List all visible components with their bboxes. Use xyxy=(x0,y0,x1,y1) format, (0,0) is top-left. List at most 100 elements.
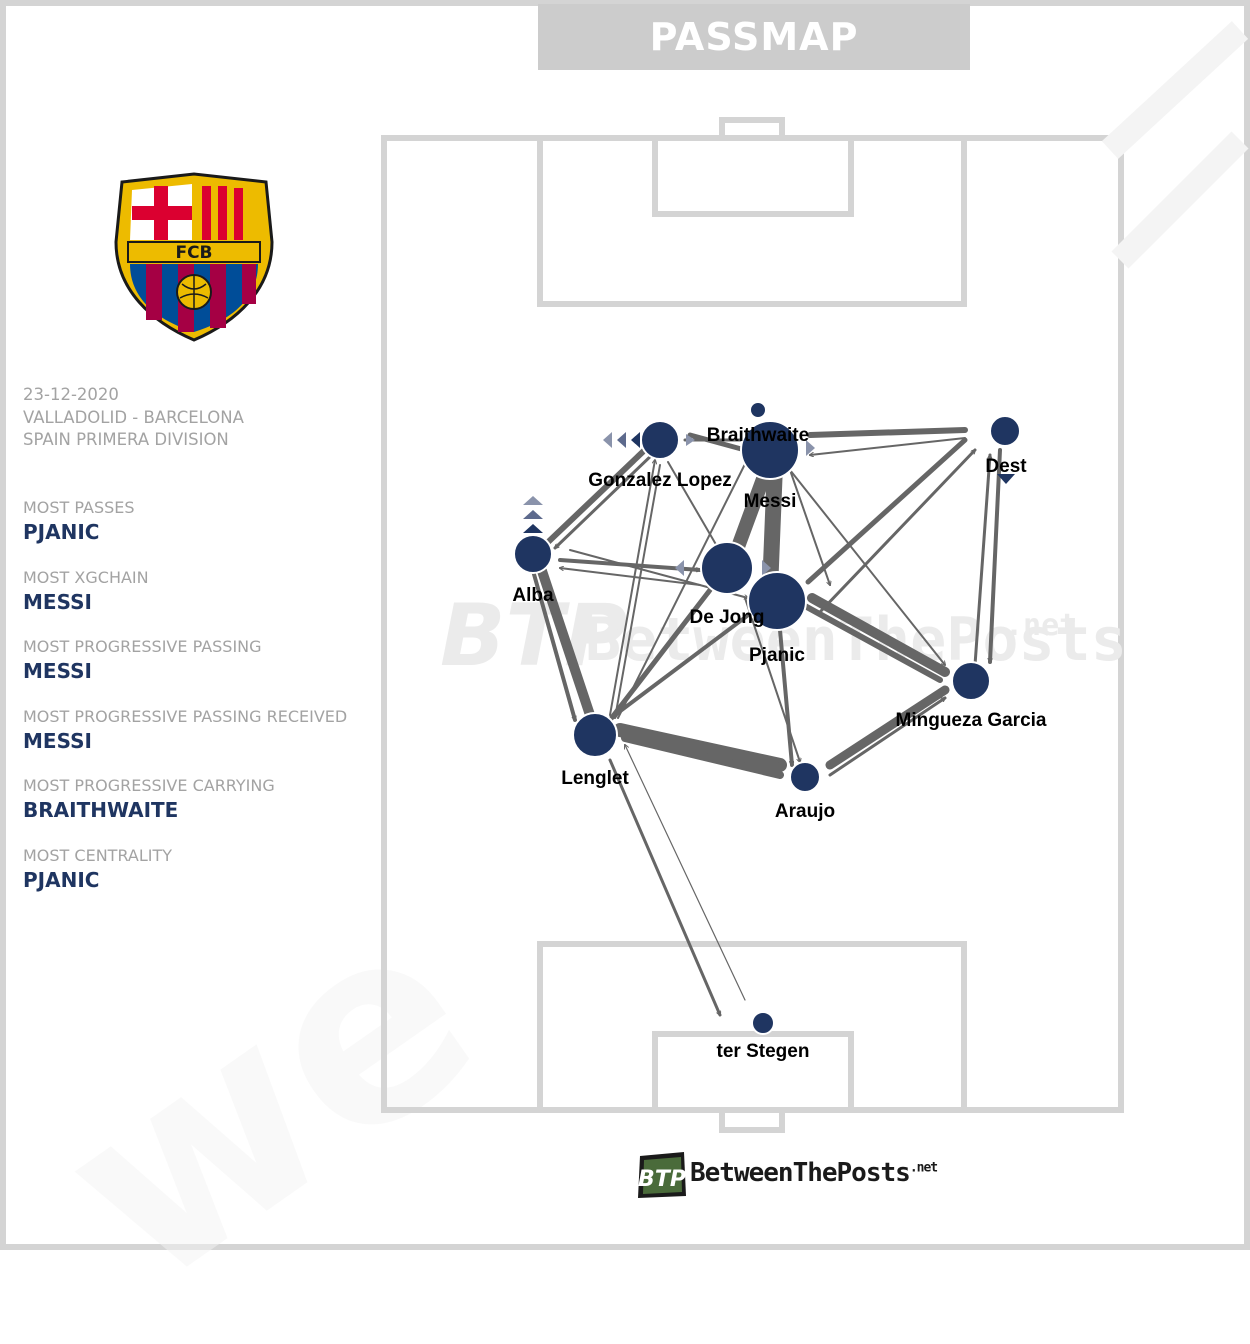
pass-edge xyxy=(973,453,990,667)
player-label: ter Stegen xyxy=(717,1041,810,1062)
carry-chevron-icon xyxy=(675,560,684,576)
pass-edge xyxy=(810,437,966,455)
carry-indicators xyxy=(523,432,1015,576)
pass-edge xyxy=(542,442,653,548)
footer-badge: BTP xyxy=(638,1167,686,1192)
node-braithwaite-small[interactable] xyxy=(749,401,767,419)
stat-label: MOST CENTRALITY xyxy=(23,845,173,865)
node-araujo[interactable] xyxy=(789,761,821,793)
stat-value: MESSI xyxy=(23,728,92,753)
carry-chevron-icon xyxy=(686,434,695,446)
stat-most-progressive-carrying: MOST PROGRESSIVE CARRYING BRAITHWAITE xyxy=(23,776,347,846)
watermark-suffix: .net xyxy=(1005,608,1077,643)
carry-chevron-icon xyxy=(617,432,626,448)
stat-most-xgchain: MOST XGCHAIN MESSI xyxy=(23,568,347,638)
pass-edge xyxy=(617,458,749,719)
pass-edges xyxy=(528,427,1002,1015)
player-nodes xyxy=(513,401,1021,1035)
stat-value: PJANIC xyxy=(23,520,100,544)
footer-brand: BetweenThePosts.net xyxy=(690,1158,938,1188)
pass-edge xyxy=(625,745,746,1001)
btp-logo-icon: BTP xyxy=(638,1152,686,1198)
player-label: Alba xyxy=(512,585,554,606)
stat-most-progressive-received: MOST PROGRESSIVE PASSING RECEIVED MESSI xyxy=(23,707,347,777)
node-mingueza-garcia[interactable] xyxy=(951,661,991,701)
crest-text: FCB xyxy=(175,243,212,263)
pass-edge xyxy=(807,593,950,677)
stat-label: MOST PROGRESSIVE CARRYING xyxy=(23,776,275,795)
pass-edge xyxy=(613,723,787,772)
carry-chevron-icon xyxy=(523,496,543,505)
watermark-text: BetweenThePosts xyxy=(585,605,1127,675)
pitch-lines xyxy=(381,21,1249,1133)
pass-edge xyxy=(744,597,800,762)
carry-chevron-icon xyxy=(997,474,1015,484)
node-pjanic[interactable] xyxy=(747,571,807,631)
match-competition: SPAIN PRIMERA DIVISION xyxy=(23,430,229,449)
node-ter-stegen[interactable] xyxy=(751,1011,775,1035)
watermark-badge: BTP xyxy=(440,586,627,686)
stat-most-centrality: MOST CENTRALITY PJANIC xyxy=(23,846,347,916)
node-alba[interactable] xyxy=(513,534,553,574)
stat-label: MOST XGCHAIN xyxy=(23,567,149,587)
fcb-crest-icon: FCB xyxy=(114,172,274,342)
pass-edge xyxy=(608,758,722,1015)
pass-edge xyxy=(818,450,977,614)
player-label: Dest xyxy=(985,456,1027,477)
pass-edge xyxy=(828,696,945,777)
stat-value: MESSI xyxy=(23,659,92,683)
pass-edge xyxy=(555,450,657,550)
footer-brand-name: BetweenThePosts xyxy=(690,1158,911,1188)
carry-chevron-icon xyxy=(806,440,815,456)
player-label: Lenglet xyxy=(561,768,629,789)
page-title: PASSMAP xyxy=(649,15,859,59)
pass-edge xyxy=(789,469,830,585)
player-label: Mingueza Garcia xyxy=(896,710,1047,731)
pass-edge xyxy=(607,587,713,723)
pass-edge xyxy=(613,608,757,717)
player-label: De Jong xyxy=(690,607,765,628)
pass-edge xyxy=(621,734,784,779)
carry-chevron-icon xyxy=(762,560,771,576)
stat-most-passes: MOST PASSES PJANIC xyxy=(23,498,347,568)
player-labels: Braithwaite Gonzalez Lopez Messi Dest Al… xyxy=(512,425,1047,1062)
player-label: Pjanic xyxy=(749,645,805,666)
stat-value: BRAITHWAITE xyxy=(23,798,179,822)
carry-chevron-icon xyxy=(523,524,543,533)
node-de-jong[interactable] xyxy=(700,541,754,595)
pass-edge xyxy=(535,560,595,720)
player-label: Gonzalez Lopez xyxy=(588,470,732,491)
pass-edge xyxy=(778,628,792,767)
stat-value: MESSI xyxy=(23,589,92,614)
pass-edge xyxy=(789,469,945,665)
carry-chevron-icon xyxy=(523,510,543,519)
pass-edge xyxy=(609,460,655,716)
player-label: Araujo xyxy=(775,801,835,822)
node-dest[interactable] xyxy=(989,415,1021,447)
pass-edge xyxy=(825,685,950,770)
pass-edge xyxy=(802,603,943,683)
carry-chevron-icon xyxy=(631,432,640,448)
pass-edge xyxy=(807,427,968,438)
stats-panel: MOST PASSES PJANIC MOST XGCHAIN MESSI MO… xyxy=(23,498,347,915)
player-label: Braithwaite xyxy=(707,425,809,446)
stat-label: MOST PROGRESSIVE PASSING xyxy=(23,637,262,656)
node-messi[interactable] xyxy=(740,420,800,480)
stat-label: MOST PASSES xyxy=(23,498,135,517)
watermark: BTP BetweenThePosts .net xyxy=(440,586,1127,686)
node-gonzalez-lopez[interactable] xyxy=(640,420,680,460)
stat-label: MOST PROGRESSIVE PASSING RECEIVED xyxy=(23,706,348,726)
pass-edge xyxy=(615,464,661,718)
player-label: Messi xyxy=(744,491,797,512)
node-lenglet[interactable] xyxy=(572,712,618,758)
stat-most-progressive-passing: MOST PROGRESSIVE PASSING MESSI xyxy=(23,637,347,707)
pass-map: BTP BetweenThePosts .net xyxy=(381,21,1249,1133)
match-fixture: VALLADOLID - BARCELONA xyxy=(23,407,244,427)
outer-frame xyxy=(0,0,1250,1250)
pass-edge xyxy=(990,448,1002,664)
pass-edge xyxy=(762,457,783,598)
footer-brand-suffix: .net xyxy=(909,1160,938,1176)
pass-edge xyxy=(528,558,577,722)
title-banner: PASSMAP xyxy=(538,4,970,70)
pass-edge xyxy=(560,568,701,586)
